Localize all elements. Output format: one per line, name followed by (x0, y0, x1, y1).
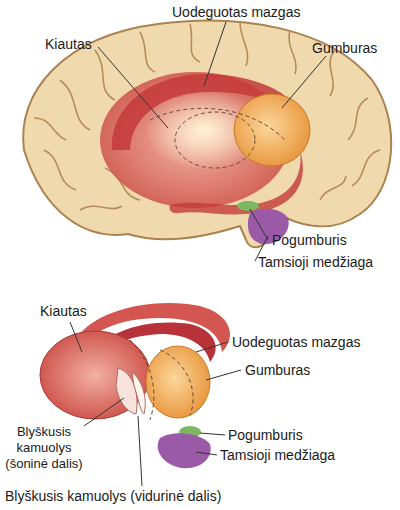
brain-gyri (34, 22, 380, 210)
thalamus-shape (234, 94, 310, 166)
structure-label: Uodeguotas mazgas (172, 4, 300, 20)
hypothalamus-shape (237, 201, 259, 211)
thalamus-shape-bottom (146, 346, 210, 418)
structure-label: Gumburas (312, 40, 377, 56)
structure-label: Kiautas (40, 303, 87, 319)
structure-label: Pogumburis (272, 232, 347, 248)
globus-pallidus-inner (132, 372, 145, 414)
structure-label: Tamsioji medžiaga (258, 254, 373, 270)
dashed-contours (150, 108, 285, 168)
substantia-nigra-shape-bottom (158, 433, 211, 468)
structure-label: Gumburas (245, 362, 310, 378)
structure-label: Tamsioji medžiaga (220, 447, 335, 463)
structure-label: Blyškusis kamuolys (šoninė dalis) (2, 424, 86, 472)
dashed-contours-bottom (130, 340, 193, 420)
structure-label: Pogumburis (228, 427, 303, 443)
putamen-shape-bottom (40, 331, 150, 419)
structure-label: Uodeguotas mazgas (232, 334, 360, 350)
structure-label: Kiautas (45, 36, 92, 52)
brain-outline (23, 21, 391, 248)
structure-label: Blyškusis kamuolys (vidurinė dalis) (5, 488, 221, 504)
